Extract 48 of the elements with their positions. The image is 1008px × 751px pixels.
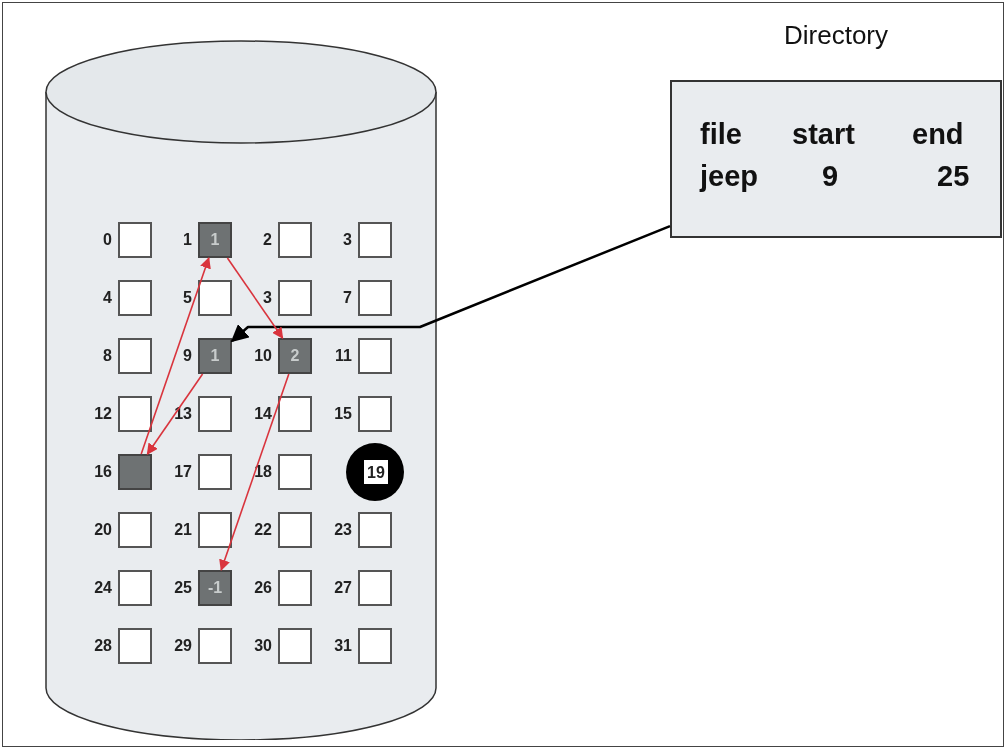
block-number: 2 bbox=[262, 230, 272, 250]
arrow bbox=[230, 224, 671, 343]
block-number: 28 bbox=[93, 636, 112, 656]
disk-block: 1 bbox=[198, 338, 232, 374]
block-number: 0 bbox=[102, 230, 112, 250]
block-number: 12 bbox=[93, 404, 112, 424]
block-number: 21 bbox=[173, 520, 192, 540]
disk-block: 1 bbox=[198, 222, 232, 258]
table-cell: 25 bbox=[937, 160, 970, 193]
block-number: 22 bbox=[253, 520, 272, 540]
block-number: 24 bbox=[93, 578, 112, 598]
block-number: 20 bbox=[93, 520, 112, 540]
block-number: 11 bbox=[334, 346, 352, 366]
block-number: 13 bbox=[173, 404, 192, 424]
block-number: 4 bbox=[102, 288, 112, 308]
table-cell: jeep bbox=[700, 160, 759, 193]
block-number: 17 bbox=[173, 462, 192, 482]
table-cell: end bbox=[912, 118, 964, 151]
block-number: 10 bbox=[253, 346, 272, 366]
directory-heading: Directory bbox=[783, 20, 889, 51]
block-number: 3 bbox=[342, 230, 352, 250]
block-number: 5 bbox=[182, 288, 192, 308]
table-cell: 9 bbox=[822, 160, 839, 193]
block-number: 29 bbox=[173, 636, 192, 656]
disk-block: 2 bbox=[278, 338, 312, 374]
block-number: 26 bbox=[253, 578, 272, 598]
block-number: 3 bbox=[262, 288, 272, 308]
disk-block: 19 bbox=[362, 458, 390, 486]
block-number: 23 bbox=[333, 520, 352, 540]
arrow bbox=[146, 373, 204, 455]
block-number: 27 bbox=[333, 578, 352, 598]
arrow bbox=[140, 256, 211, 455]
block-number: 15 bbox=[333, 404, 352, 424]
disk-block: -1 bbox=[198, 570, 232, 606]
block-number: 14 bbox=[253, 404, 272, 424]
table-cell: file bbox=[700, 118, 742, 151]
block-number: 8 bbox=[102, 346, 112, 366]
block-number: 25 bbox=[173, 578, 192, 598]
block-number: 31 bbox=[333, 636, 352, 656]
block-number: 9 bbox=[182, 346, 192, 366]
block-number: 1 bbox=[182, 230, 192, 250]
block-number: 30 bbox=[253, 636, 272, 656]
arrow bbox=[219, 373, 290, 572]
table-cell: start bbox=[792, 118, 855, 151]
block-number: 7 bbox=[342, 288, 352, 308]
block-number: 18 bbox=[253, 462, 272, 482]
arrow bbox=[226, 257, 284, 339]
block-number: 16 bbox=[93, 462, 112, 482]
